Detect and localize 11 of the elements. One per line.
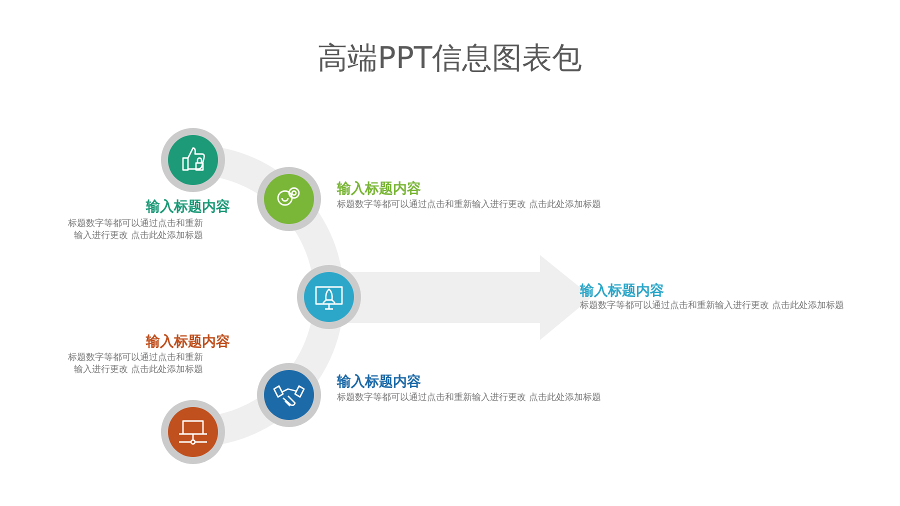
item-description: 标题数字等都可以通过点击和重新输入进行更改 点击此处添加标题 [67,352,203,376]
item-heading: 输入标题内容 [337,180,421,198]
title: 高端PPT信息图表包 [316,40,584,78]
item-description: 标题数字等都可以通过点击和重新输入进行更改 点击此处添加标题 [580,300,845,312]
item-heading: 输入标题内容 [146,333,230,351]
item-heading: 输入标题内容 [580,282,664,300]
item-heading: 输入标题内容 [146,198,230,216]
item-heading: 输入标题内容 [337,373,421,391]
item-description: 标题数字等都可以通过点击和重新输入进行更改 点击此处添加标题 [337,392,602,404]
item-description: 标题数字等都可以通过点击和重新输入进行更改 点击此处添加标题 [67,218,203,242]
item-description: 标题数字等都可以通过点击和重新输入进行更改 点击此处添加标题 [337,199,602,211]
